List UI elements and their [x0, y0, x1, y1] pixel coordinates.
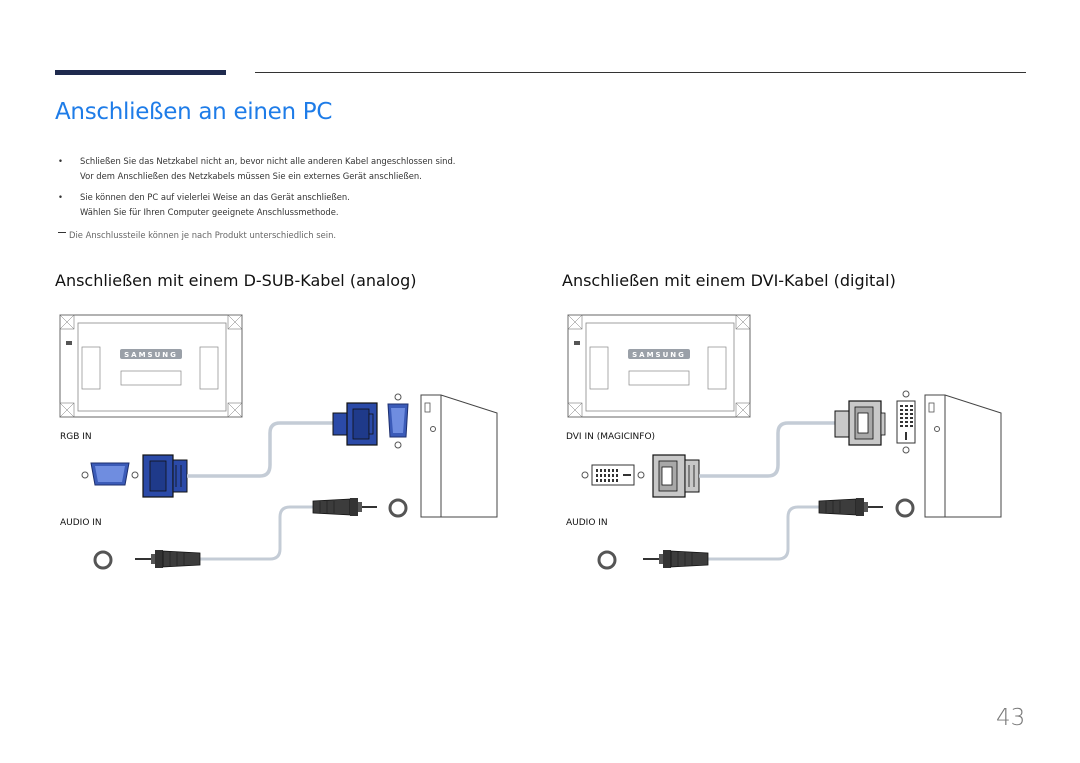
- bullet-text-line: Schließen Sie das Netzkabel nicht an, be…: [80, 156, 456, 166]
- dvi-plug-pc: [834, 400, 886, 446]
- vga-plug-monitor: [142, 454, 188, 498]
- bullet-item: • Schließen Sie das Netzkabel nicht an, …: [58, 154, 455, 183]
- audio-jack-monitor: [93, 550, 113, 570]
- vga-plug-pc: [332, 402, 378, 446]
- dsub-connection-diagram: SAMSUNG: [59, 314, 498, 570]
- audio-jack-pc: [895, 498, 915, 518]
- dvi-port-pc: [896, 390, 916, 454]
- monitor-back-illustration: SAMSUNG: [567, 314, 751, 418]
- audio-plug-pc: [312, 498, 377, 516]
- audio-plug-monitor: [643, 550, 709, 568]
- section-heading-dvi: Anschließen mit einem DVI-Kabel (digital…: [562, 271, 896, 290]
- pc-tower-illustration: [420, 394, 498, 518]
- bullet-text-line: Vor dem Anschließen des Netzkabels müsse…: [80, 170, 422, 181]
- vga-port-pc: [387, 393, 409, 449]
- page-title: Anschließen an einen PC: [55, 99, 333, 125]
- dvi-port-monitor: [581, 464, 645, 486]
- pc-tower-illustration: [924, 394, 1002, 518]
- bullet-dot: •: [58, 156, 63, 166]
- rgb-in-label: RGB IN: [60, 432, 92, 442]
- header-accent-bar: [55, 70, 226, 75]
- note-text: Die Anschlussteile können je nach Produk…: [69, 230, 337, 240]
- dvi-connection-diagram: SAMSUNG: [567, 314, 1002, 570]
- audio-in-label-left: AUDIO IN: [60, 518, 102, 528]
- bullet-list: • Schließen Sie das Netzkabel nicht an, …: [58, 154, 455, 226]
- audio-in-label-right: AUDIO IN: [566, 518, 608, 528]
- audio-jack-pc: [388, 498, 408, 518]
- audio-plug-pc: [818, 498, 883, 516]
- bullet-text-line: Wählen Sie für Ihren Computer geeignete …: [80, 206, 339, 217]
- brand-logo: SAMSUNG: [124, 351, 178, 359]
- bullet-text-line: Sie können den PC auf vielerlei Weise an…: [80, 192, 350, 202]
- brand-logo: SAMSUNG: [632, 351, 686, 359]
- page-number: 43: [996, 705, 1026, 731]
- section-heading-dsub: Anschließen mit einem D-SUB-Kabel (analo…: [55, 271, 417, 290]
- audio-jack-monitor: [597, 550, 617, 570]
- dvi-in-label: DVI IN (MAGICINFO): [566, 432, 656, 442]
- audio-plug-monitor: [135, 550, 201, 568]
- dvi-plug-monitor: [652, 454, 700, 498]
- header-rule: [255, 72, 1026, 73]
- bullet-item: • Sie können den PC auf vielerlei Weise …: [58, 190, 455, 219]
- monitor-back-illustration: SAMSUNG: [59, 314, 243, 418]
- note-dash: [58, 232, 66, 233]
- bullet-dot: •: [58, 192, 63, 202]
- note: Die Anschlussteile können je nach Produk…: [58, 230, 336, 240]
- vga-port-monitor: [81, 462, 139, 486]
